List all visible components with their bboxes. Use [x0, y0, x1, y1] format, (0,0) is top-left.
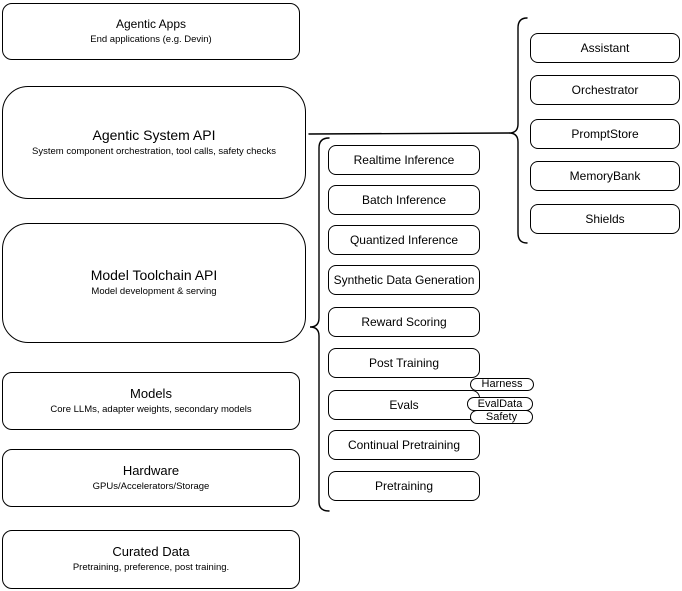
node-shields: Shields: [530, 204, 680, 234]
node-subtitle: Pretraining, preference, post training.: [72, 562, 230, 574]
node-quantized-inference: Quantized Inference: [328, 225, 480, 255]
node-subtitle: Core LLMs, adapter weights, secondary mo…: [50, 403, 252, 415]
node-title: Agentic Apps: [115, 16, 187, 31]
node-promptstore: PromptStore: [530, 119, 680, 149]
node-realtime-inference: Realtime Inference: [328, 145, 480, 175]
api-connector-line: [308, 132, 510, 135]
node-title: Hardware: [122, 462, 180, 478]
node-title: Curated Data: [112, 544, 190, 560]
node-hardware: Hardware GPUs/Accelerators/Storage: [2, 449, 300, 507]
node-agentic-system-api: Agentic System API System component orch…: [2, 86, 306, 199]
node-title: Models: [130, 385, 172, 401]
tag-safety: Safety: [470, 410, 533, 424]
node-memorybank: MemoryBank: [530, 161, 680, 191]
node-models: Models Core LLMs, adapter weights, secon…: [2, 372, 300, 430]
node-pretraining: Pretraining: [328, 471, 480, 501]
node-batch-inference: Batch Inference: [328, 185, 480, 215]
node-assistant: Assistant: [530, 33, 680, 63]
tag-harness: Harness: [470, 378, 534, 391]
node-post-training: Post Training: [328, 348, 480, 378]
node-title: Agentic System API: [92, 126, 216, 143]
node-evals: Evals: [328, 390, 480, 420]
node-curated-data: Curated Data Pretraining, preference, po…: [2, 530, 300, 589]
tag-evaldata: EvalData: [467, 397, 533, 411]
node-orchestrator: Orchestrator: [530, 75, 680, 105]
node-subtitle: GPUs/Accelerators/Storage: [92, 480, 210, 492]
node-model-toolchain-api: Model Toolchain API Model development & …: [2, 223, 306, 343]
node-title: Model Toolchain API: [90, 267, 218, 284]
node-subtitle: End applications (e.g. Devin): [90, 33, 212, 45]
node-agentic-apps: Agentic Apps End applications (e.g. Devi…: [2, 3, 300, 60]
node-reward-scoring: Reward Scoring: [328, 307, 480, 337]
node-subtitle: Model development & serving: [91, 286, 217, 298]
toolchain-brace: [309, 137, 330, 512]
node-synthetic-data-generation: Synthetic Data Generation: [328, 265, 480, 295]
node-continual-pretraining: Continual Pretraining: [328, 430, 480, 460]
system-components-brace: [508, 17, 528, 244]
node-subtitle: System component orchestration, tool cal…: [32, 145, 276, 157]
